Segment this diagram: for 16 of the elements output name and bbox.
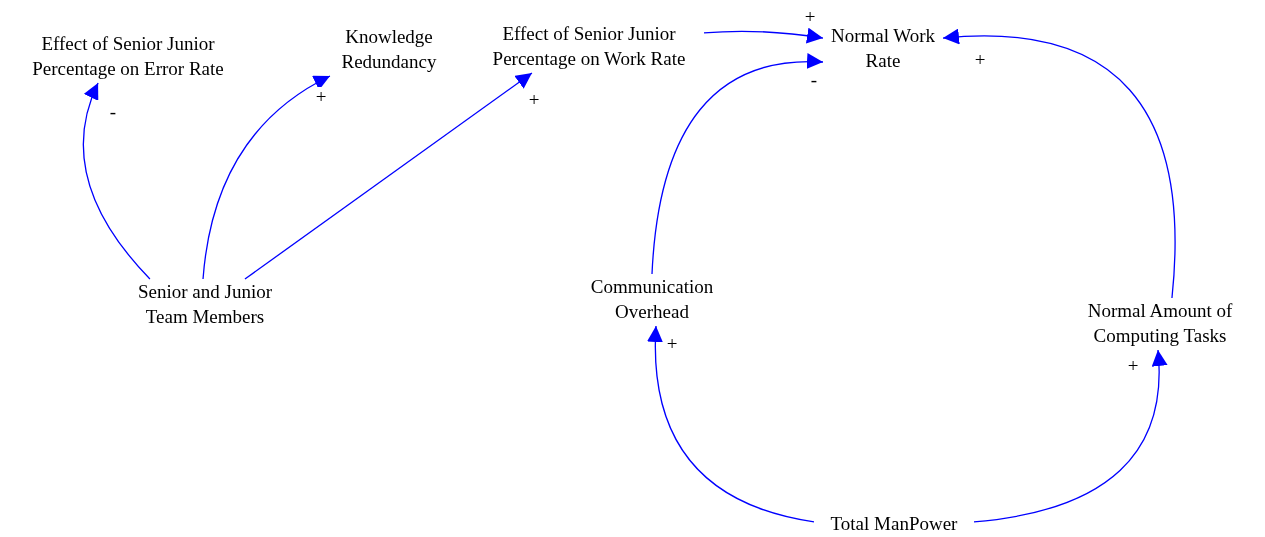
variable-label: Communication Overhead [572, 274, 732, 326]
arrow [202, 75, 331, 280]
variable-label: Effect of Senior Junior Percentage on Work Rate [474, 21, 704, 73]
arrow [973, 349, 1167, 523]
arrow [244, 72, 533, 280]
variable-label: Total ManPower [814, 511, 974, 537]
variable-label: Senior and Junior Team Members [115, 279, 295, 331]
variable-label: Normal Amount of Computing Tasks [1068, 298, 1252, 350]
variable-label: Knowledge Redundancy [329, 24, 449, 76]
arrow [703, 27, 824, 44]
arrow [651, 53, 824, 275]
variable-label: Effect of Senior Junior Percentage on Error Rate [12, 31, 244, 83]
arrow [82, 82, 151, 280]
variable-label: Normal Work Rate [823, 23, 943, 75]
arrow [942, 29, 1176, 299]
arrow [647, 325, 815, 523]
